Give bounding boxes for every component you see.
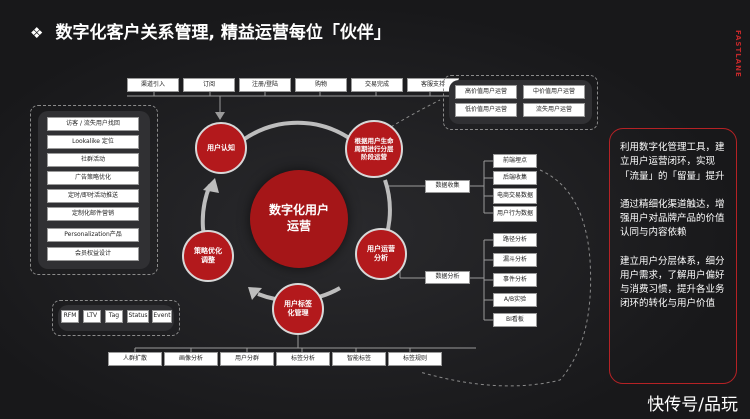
bottom-box-segment: 用户分群 [220, 352, 274, 366]
left-list-item: 广告策略优化 [47, 171, 139, 185]
data-analysis-item: BI看板 [493, 313, 537, 327]
circle-lifecycle: 根据用户生命周期进行分层阶段运营 [345, 120, 403, 178]
watermark: 快传号/品玩 [647, 395, 738, 415]
top-box-channel: 渠道引入 [127, 78, 179, 92]
top-box-shopping: 购物 [295, 78, 347, 92]
tag-chip: Tag [105, 310, 123, 323]
value-box-mid: 中价值用户运营 [523, 85, 585, 99]
value-box-low: 低价值用户运营 [455, 103, 517, 117]
bottom-box-tag-analysis: 标签分析 [276, 352, 330, 366]
data-collect-item: 电商交易数据 [493, 188, 537, 204]
top-box-transaction: 交易完成 [351, 78, 403, 92]
data-analysis-item: A/B实验 [493, 293, 537, 307]
bottom-box-tag-rules: 标签规则 [388, 352, 442, 366]
value-box-high: 高价值用户运营 [455, 85, 517, 99]
circle-ops-analysis: 用户运营分析 [355, 228, 407, 280]
center-circle: 数字化用户运营 [250, 170, 348, 268]
value-box-lost: 流失用户运营 [523, 103, 585, 117]
left-list-item: Personalization产品 [47, 228, 139, 242]
data-analysis-label: 数据分析 [425, 271, 470, 284]
brand-logo: FASTLANE [734, 30, 742, 78]
data-collect-label: 数据收集 [425, 180, 470, 193]
summary-note: 利用数字化管理工具，建立用户运营闭环，实现「流量」的「留量」提升 通过精细化渠道… [609, 128, 737, 384]
note-paragraph: 利用数字化管理工具，建立用户运营闭环，实现「流量」的「留量」提升 [620, 142, 725, 182]
page-title: ❖ 数字化客户关系管理, 精益运营每位「伙伴」 [30, 18, 391, 43]
left-list-item: 访客 / 流失用户找回 [47, 117, 139, 131]
left-list-item: 定制化邮件营销 [47, 207, 139, 221]
diamond-icon: ❖ [30, 24, 44, 42]
left-list-item: 社群活动 [47, 153, 139, 167]
data-analysis-item: 路径分析 [493, 233, 537, 247]
top-box-subscribe: 订阅 [183, 78, 235, 92]
left-list-item: Lookalike 定位 [47, 135, 139, 149]
data-analysis-item: 漏斗分析 [493, 253, 537, 267]
top-box-register: 注册/登陆 [239, 78, 291, 92]
tag-chip: LTV [83, 310, 101, 323]
note-paragraph: 通过精细化渠道触达，增强用户对品牌产品的价值认同与内容依赖 [620, 198, 725, 239]
tag-chip: RFM [61, 310, 79, 323]
tag-chip: Status [127, 310, 149, 323]
circle-recognize: 用户认知 [195, 122, 247, 174]
value-dashed-frame [443, 75, 598, 130]
tag-dashed-frame [52, 300, 180, 336]
data-collect-item: 用户行为数据 [493, 206, 537, 222]
bottom-box-crowd: 人群扩散 [108, 352, 162, 366]
tag-chip: Event [152, 310, 172, 323]
bottom-box-profile: 画像分析 [164, 352, 218, 366]
left-list-item: 会员权益设计 [47, 247, 139, 261]
circle-strategy: 策略优化调整 [182, 230, 234, 282]
left-list-item: 定时/即时活动推送 [47, 189, 139, 203]
note-paragraph: 建立用户分层体系，细分用户需求，了解用户偏好与消费习惯，提升各业务闭环的转化与用… [620, 255, 725, 310]
data-collect-item: 后端收集 [493, 171, 537, 185]
bottom-box-smart-tag: 智能标签 [332, 352, 386, 366]
data-collect-item: 前端埋点 [493, 154, 537, 168]
left-dashed-frame [30, 105, 158, 275]
circle-tag-mgmt: 用户标签化管理 [272, 283, 324, 335]
data-analysis-item: 事件分析 [493, 273, 537, 287]
page-title-text: 数字化客户关系管理, 精益运营每位「伙伴」 [55, 23, 391, 43]
